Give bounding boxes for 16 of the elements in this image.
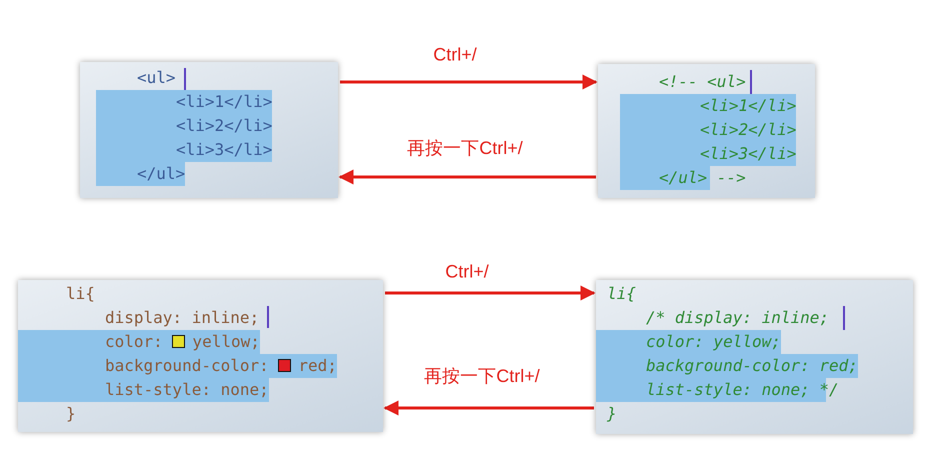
code-line: }: [66, 403, 76, 425]
code-line: li{: [66, 283, 95, 305]
code-line: }: [607, 403, 617, 425]
arrow: [338, 170, 596, 184]
code-panel: [596, 280, 913, 434]
arrow: [384, 400, 594, 416]
code-line: display: inline;: [105, 307, 260, 329]
code-line: <ul>: [137, 67, 176, 89]
code-panel: [80, 62, 338, 198]
arrow: [340, 74, 598, 90]
code-panel: [598, 64, 815, 198]
code-line: <!-- <ul>: [659, 71, 746, 93]
code-line: /* display: inline;: [646, 307, 830, 329]
arrow: [385, 286, 596, 300]
code-line: li{: [607, 283, 636, 305]
code-panel: [18, 280, 383, 432]
